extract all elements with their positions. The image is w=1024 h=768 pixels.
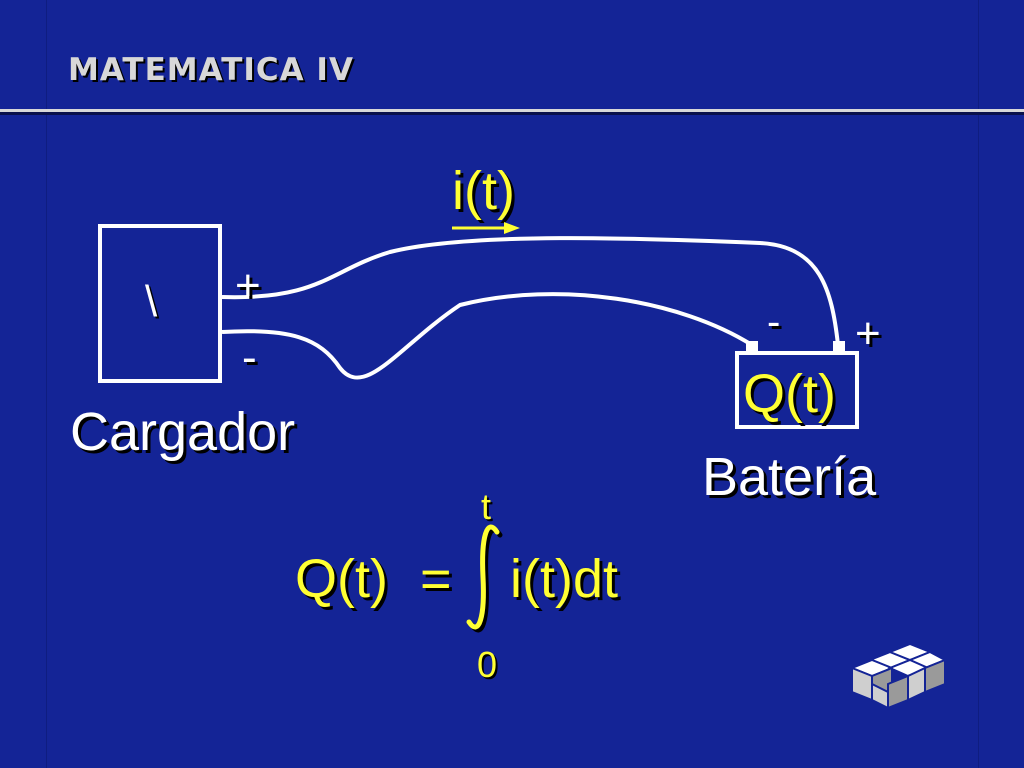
charger-symbol: \ — [147, 279, 160, 328]
border-line-right — [978, 0, 979, 768]
integral-sign-icon-shadow — [469, 527, 503, 633]
formula-lower-limit: 0 — [477, 644, 497, 685]
formula: Q(t) Q(t) = = t t 0 0 i(t)dt i(t)dt — [295, 486, 621, 687]
battery-box — [735, 351, 859, 429]
battery-content: Q(t) — [743, 364, 836, 424]
charger-symbol-front: \ — [145, 277, 158, 326]
charger-box — [98, 224, 222, 383]
charger-minus: - — [242, 333, 257, 382]
formula-upper-limit-shadow: t — [483, 488, 493, 529]
formula-upper-limit: t — [481, 486, 491, 527]
formula-equals: = — [420, 549, 452, 609]
battery-minus: - — [767, 300, 780, 344]
title-rule-shadow — [0, 112, 1024, 115]
formula-lhs-shadow: Q(t) — [298, 552, 391, 612]
integral-sign-icon — [466, 524, 500, 630]
current-label: i(t) — [452, 161, 515, 221]
cube-cluster-logo-icon — [849, 642, 948, 710]
charger-plus-shadow: + — [238, 264, 264, 313]
formula-lhs: Q(t) — [295, 549, 388, 609]
current-arrow-icon — [452, 222, 520, 234]
charger-plus: + — [235, 261, 261, 310]
battery-minus-shadow: - — [770, 303, 783, 347]
formula-lower-limit-shadow: 0 — [479, 646, 499, 687]
wire-positive — [221, 236, 840, 346]
battery-content-shadow: Q(t) — [746, 367, 839, 427]
charger-label: Cargador — [70, 402, 295, 462]
formula-equals-shadow: = — [423, 552, 455, 612]
wire-negative — [221, 292, 754, 380]
battery-label-shadow: Batería — [705, 450, 880, 510]
battery-label: Batería — [702, 447, 877, 507]
formula-integrand: i(t)dt — [510, 549, 618, 609]
slide-title: MATEMATICA IV — [68, 52, 354, 88]
charger-label-shadow: Cargador — [73, 405, 298, 465]
title-rule — [0, 109, 1024, 112]
border-line-left — [46, 0, 47, 768]
formula-integrand-shadow: i(t)dt — [513, 552, 621, 612]
charger-minus-shadow: - — [245, 336, 260, 385]
current-label-shadow: i(t) — [455, 164, 518, 224]
battery-plus: + — [855, 309, 881, 358]
battery-plus-shadow: + — [858, 312, 884, 361]
